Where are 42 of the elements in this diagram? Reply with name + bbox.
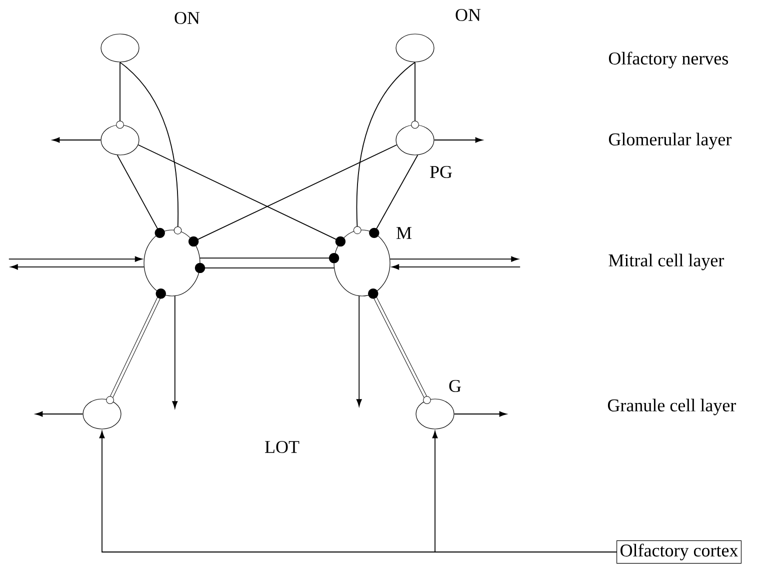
neuron-ellipse — [416, 398, 454, 430]
synapse-line — [353, 62, 416, 234]
arrow — [52, 137, 102, 143]
layer-label: Granule cell layer — [608, 398, 736, 416]
arrow — [8, 256, 142, 262]
arrow — [35, 411, 84, 417]
cell-label: M — [396, 227, 412, 239]
neuron-ellipse — [82, 398, 122, 430]
cortex-box: Olfactory cortex — [616, 540, 742, 564]
layer-label: Olfactory nerves — [608, 52, 728, 68]
tract-label: LOT — [265, 440, 300, 454]
synapse-line — [188, 144, 398, 247]
arrow — [10, 264, 144, 270]
arrow — [392, 264, 521, 270]
neuron-ellipse — [100, 124, 140, 156]
neuron-ellipse — [396, 34, 434, 62]
synapse-line — [106, 288, 166, 404]
synapse-line — [138, 144, 346, 247]
layer-label: Mitral cell layer — [608, 254, 724, 270]
synapse-line — [116, 62, 124, 129]
neuron-ellipse — [334, 230, 390, 296]
synapse-line — [200, 252, 340, 264]
arrow — [390, 256, 518, 262]
synapse-line — [116, 154, 165, 238]
synapse-line — [368, 288, 431, 404]
neuron-ellipse — [144, 230, 200, 296]
arrow — [356, 296, 362, 406]
synapse-line — [369, 154, 418, 238]
synapse-line — [120, 62, 182, 234]
synapse-line — [194, 262, 334, 274]
cell-label: PG — [430, 166, 452, 178]
nerve-label: ON — [174, 12, 200, 24]
arrow — [172, 296, 178, 408]
arrow — [432, 430, 617, 552]
arrow — [434, 137, 483, 143]
neuron-ellipse — [396, 124, 434, 156]
cell-label: G — [449, 380, 461, 392]
synapse-line — [411, 62, 419, 129]
neuron-ellipse — [100, 34, 140, 62]
nerve-label: ON — [456, 8, 481, 22]
layer-label: Glomerular layer — [608, 132, 732, 150]
arrow — [454, 411, 507, 417]
